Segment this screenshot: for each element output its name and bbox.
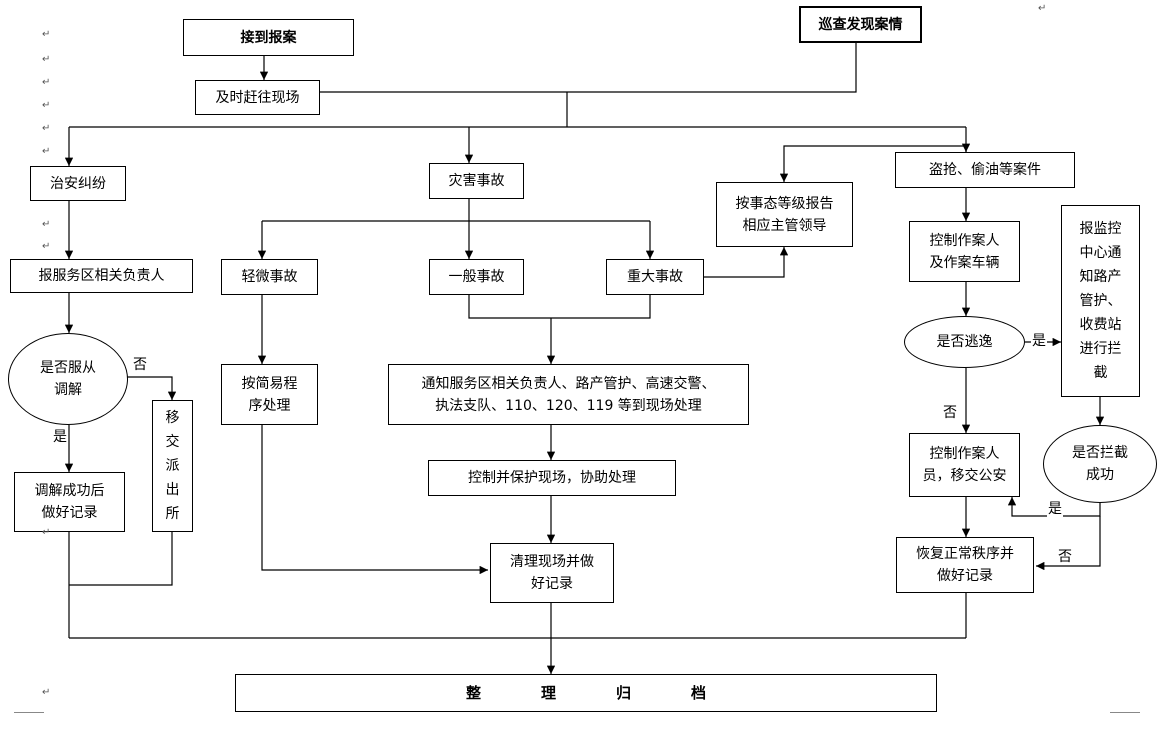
node-minor: 轻微事故	[221, 259, 318, 295]
node-obey-mediation: 是否服从 调解	[8, 333, 128, 425]
node-major: 重大事故	[606, 259, 704, 295]
paragraph-mark: ↵	[42, 77, 51, 88]
label-escaped-no: 否	[942, 405, 958, 421]
paragraph-mark: ↵	[42, 100, 51, 111]
node-theft: 盗抢、偷油等案件	[895, 152, 1075, 188]
paragraph-mark: ↵	[42, 219, 51, 230]
node-archive: 整 理 归 档	[235, 674, 937, 712]
edge-theft-to-leader	[779, 145, 967, 182]
node-rush-scene: 及时赶往现场	[195, 80, 320, 115]
paragraph-mark: ↵	[42, 54, 51, 65]
label-obey-yes: 是	[52, 429, 68, 445]
node-receive-report: 接到报案	[183, 19, 354, 56]
node-report-officials: 报服务区相关负责人	[10, 259, 193, 293]
edge-obey-no	[126, 376, 177, 400]
label-intercept-yes: 是	[1047, 501, 1063, 517]
node-public-order: 治安纠纷	[30, 166, 126, 201]
paragraph-mark: ↵	[1038, 3, 1047, 14]
node-report-leader: 按事态等级报告 相应主管领导	[716, 182, 853, 247]
node-control-vehicle: 控制作案人 及作案车辆	[909, 221, 1020, 282]
paragraph-mark: ↵	[42, 123, 51, 134]
node-escaped: 是否逃逸	[904, 316, 1025, 368]
edge-transfer-join	[69, 532, 173, 586]
edge-patrol-to-rush	[320, 43, 857, 93]
node-simple-procedure: 按简易程 序处理	[221, 364, 318, 425]
paragraph-mark: ↵	[42, 29, 51, 40]
node-restore-order: 恢复正常秩序并 做好记录	[896, 537, 1034, 593]
label-escaped-yes: 是	[1031, 333, 1047, 349]
label-intercept-no: 否	[1057, 549, 1073, 565]
edge-simple-to-clean	[261, 425, 488, 575]
node-clean-scene: 清理现场并做 好记录	[490, 543, 614, 603]
paragraph-mark: ↵	[42, 146, 51, 157]
edge-intercept-no	[1036, 516, 1101, 571]
node-transfer-police: 移 交 派 出 所	[152, 400, 193, 532]
node-protect-scene: 控制并保护现场，协助处理	[428, 460, 676, 496]
node-monitor-notify: 报监控 中心通 知路产 管护、 收费站 进行拦 截	[1061, 205, 1140, 397]
node-notify-all: 通知服务区相关负责人、路产管护、高速交警、 执法支队、110、120、119 等…	[388, 364, 749, 425]
general-major-join	[468, 295, 651, 319]
page-corner-left	[14, 712, 44, 713]
node-mediation-record: 调解成功后 做好记录	[14, 472, 125, 532]
node-general: 一般事故	[429, 259, 524, 295]
node-intercepted: 是否拦截 成功	[1043, 425, 1157, 503]
paragraph-mark: ↵	[42, 687, 51, 698]
node-patrol-discover: 巡查发现案情	[799, 6, 922, 43]
label-obey-no: 否	[132, 357, 148, 373]
edge-major-to-leader	[704, 247, 789, 278]
node-control-suspect: 控制作案人 员，移交公安	[909, 433, 1020, 497]
paragraph-mark: ↵	[42, 527, 51, 538]
paragraph-mark: ↵	[42, 241, 51, 252]
node-disaster: 灾害事故	[429, 163, 524, 199]
page-corner-right	[1110, 712, 1140, 713]
